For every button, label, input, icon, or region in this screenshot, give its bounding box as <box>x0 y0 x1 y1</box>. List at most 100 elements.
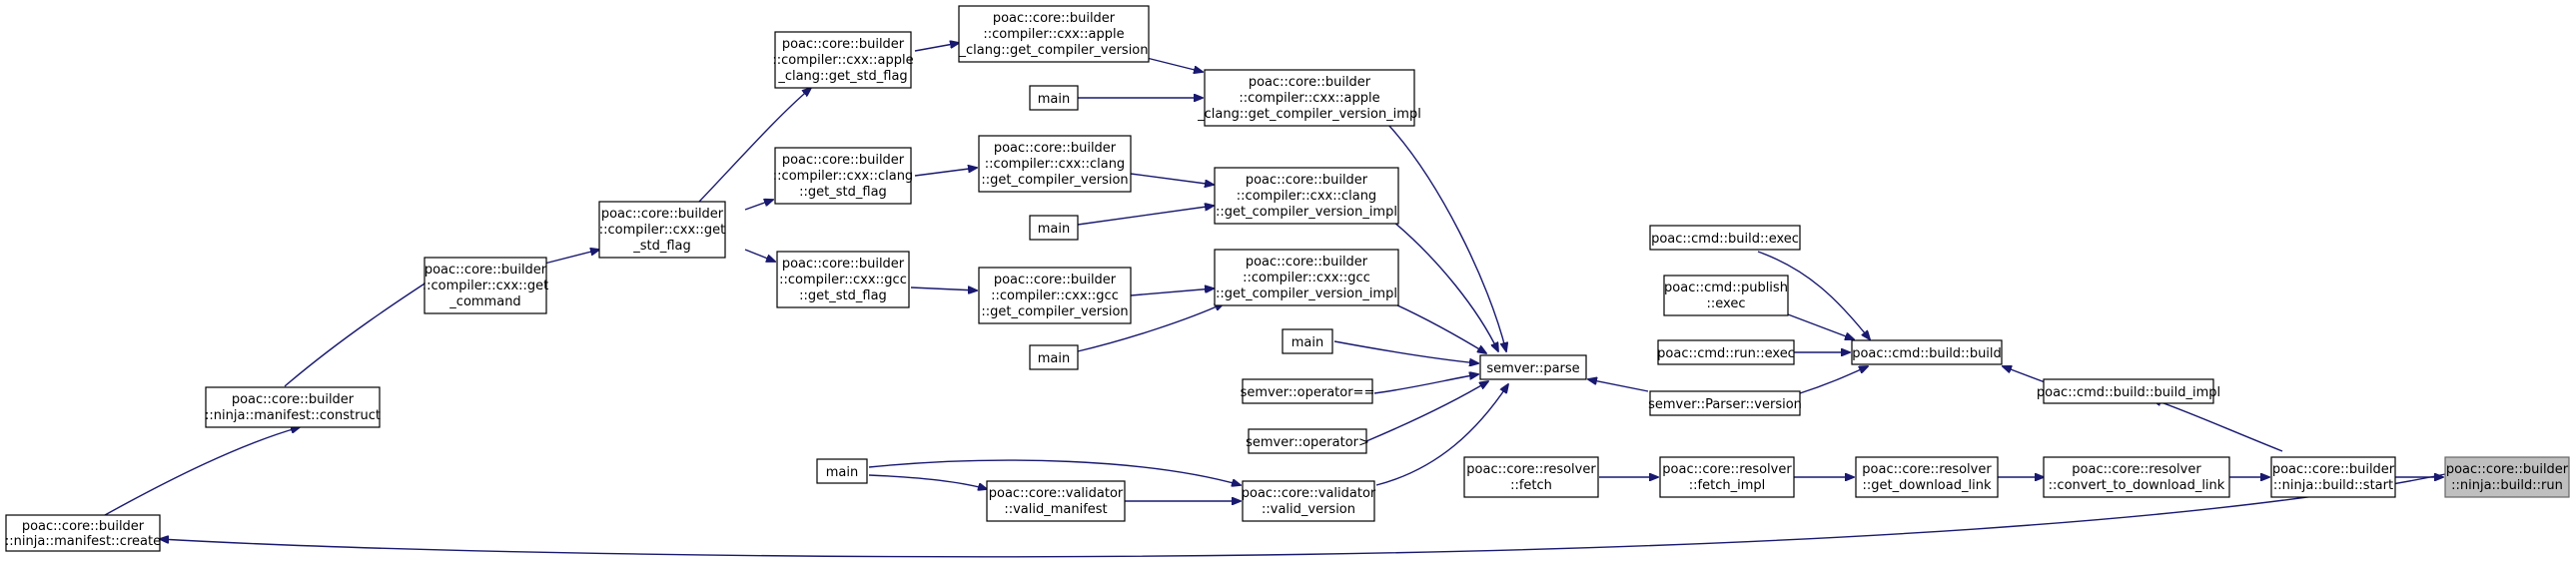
node-gcc-get-compiler-version[interactable]: poac::core::builder ::compiler::cxx::gcc… <box>978 267 1132 324</box>
edge-main5-to-valid-manifest <box>868 474 987 489</box>
edge-get-command-to-get-std-flag <box>543 250 599 265</box>
edge-create-to-build-run <box>160 466 2478 558</box>
node-build-run[interactable]: poac::core::builder ::ninja::build::run <box>2444 456 2570 498</box>
node-get-download-link-line-1: poac::core::resolver <box>1862 462 1992 477</box>
node-main-1[interactable]: main <box>1029 85 1079 111</box>
node-apple-get-compiler-version[interactable]: poac::core::builder ::compiler::cxx::app… <box>958 5 1150 63</box>
node-build-start-line-2: ::ninja::build::start <box>2273 478 2393 493</box>
node-gcc-get-std-flag-line-3: ::get_std_flag <box>799 288 887 303</box>
node-build-impl-label: poac::cmd::build::build_impl <box>2037 385 2220 400</box>
node-valid-version-line-1: poac::core::validator <box>1242 486 1376 501</box>
edge-apple-std-to-apple-version <box>914 43 959 52</box>
node-clang-get-std-flag[interactable]: poac::core::builder ::compiler::cxx::cla… <box>773 147 913 205</box>
node-convert-to-download-link-line-1: poac::core::resolver <box>2072 462 2201 477</box>
node-main-5[interactable]: main <box>816 458 868 484</box>
node-convert-to-download-link[interactable]: poac::core::resolver ::convert_to_downlo… <box>2043 456 2230 498</box>
node-valid-manifest[interactable]: poac::core::validator ::valid_manifest <box>986 480 1126 522</box>
node-apple-get-std-flag-line-3: _clang::get_std_flag <box>777 69 907 84</box>
node-clang-get-compiler-version-line-2: ::compiler::cxx::clang <box>985 157 1125 172</box>
node-clang-impl[interactable]: poac::core::builder ::compiler::cxx::cla… <box>1214 167 1399 225</box>
node-gcc-get-compiler-version-line-3: ::get_compiler_version <box>981 304 1128 319</box>
edge-build-exec-to-build <box>1757 251 1870 339</box>
node-get-command-line-1: poac::core::builder <box>425 263 547 278</box>
node-create-line-1: poac::core::builder <box>22 519 145 534</box>
node-operator-gt[interactable]: semver::operator> <box>1246 428 1369 454</box>
edge-main3-to-gcc-impl <box>1077 303 1224 352</box>
edge-clang-std-to-clang-version <box>914 168 977 177</box>
node-resolver-fetch-line-2: ::fetch <box>1510 478 1552 493</box>
edge-clang-version-to-impl <box>1130 173 1214 185</box>
edge-gcc-version-to-impl <box>1130 288 1214 296</box>
node-main-3-label: main <box>1038 351 1070 366</box>
node-construct-line-1: poac::core::builder <box>232 392 355 407</box>
edge-gcc-impl-to-parse <box>1392 302 1486 353</box>
node-build-run-line-1: poac::core::builder <box>2446 462 2569 477</box>
nodes: poac::core::builder ::ninja::manifest::c… <box>5 5 2570 552</box>
node-valid-manifest-line-2: ::valid_manifest <box>1004 502 1107 517</box>
node-apple-impl-line-1: poac::core::builder <box>1249 75 1371 90</box>
edge-valid-version-to-parse <box>1375 384 1508 486</box>
edge-get-std-flag-to-apple <box>698 88 811 203</box>
node-publish-exec-line-2: ::exec <box>1707 296 1746 311</box>
node-get-download-link-line-2: ::get_download_link <box>1863 478 1992 493</box>
edge-start-to-build-impl <box>2152 399 2283 452</box>
node-build-build[interactable]: poac::cmd::build::build <box>1851 339 2003 365</box>
node-build-exec[interactable]: poac::cmd::build::exec <box>1649 225 1801 251</box>
node-clang-get-compiler-version-line-1: poac::core::builder <box>994 141 1117 156</box>
node-parser-version[interactable]: semver::Parser::version <box>1648 390 1802 416</box>
edge-op-gt-to-parse <box>1365 381 1488 442</box>
node-build-start[interactable]: poac::core::builder ::ninja::build::star… <box>2270 456 2396 498</box>
edge-main4-to-parse <box>1333 340 1478 363</box>
node-fetch-impl-line-1: poac::core::resolver <box>1662 462 1792 477</box>
node-create[interactable]: poac::core::builder ::ninja::manifest::c… <box>5 514 161 552</box>
node-gcc-impl[interactable]: poac::core::builder ::compiler::cxx::gcc… <box>1214 249 1399 306</box>
node-main-1-label: main <box>1038 92 1070 107</box>
edge-get-std-flag-to-gcc <box>744 249 775 262</box>
edge-main2-to-clang-impl <box>1077 206 1214 226</box>
node-build-exec-label: poac::cmd::build::exec <box>1651 232 1799 247</box>
node-clang-get-compiler-version[interactable]: poac::core::builder ::compiler::cxx::cla… <box>978 135 1132 193</box>
node-clang-impl-line-3: ::get_compiler_version_impl <box>1216 205 1397 220</box>
edges <box>104 43 2478 558</box>
node-main-3[interactable]: main <box>1029 344 1079 370</box>
node-apple-get-std-flag[interactable]: poac::core::builder ::compiler::cxx::app… <box>772 31 914 89</box>
node-publish-exec[interactable]: poac::cmd::publish ::exec <box>1663 275 1789 316</box>
node-get-std-flag[interactable]: poac::core::builder ::compiler::cxx::get… <box>598 201 726 259</box>
edge-parser-version-to-parse <box>1588 379 1649 392</box>
node-operator-eq-label: semver::operator== <box>1241 385 1375 400</box>
node-resolver-fetch[interactable]: poac::core::resolver ::fetch <box>1463 456 1599 498</box>
node-gcc-impl-line-3: ::get_compiler_version_impl <box>1216 286 1397 301</box>
node-clang-get-std-flag-line-1: poac::core::builder <box>782 153 905 168</box>
node-valid-version[interactable]: poac::core::validator ::valid_version <box>1242 480 1376 522</box>
node-run-exec-label: poac::cmd::run::exec <box>1657 346 1795 361</box>
node-get-command[interactable]: poac::core::builder ::compiler::cxx::get… <box>423 257 549 314</box>
node-main-4-label: main <box>1291 335 1323 350</box>
edge-apple-impl-to-parse <box>1387 124 1506 351</box>
node-apple-get-compiler-version-line-1: poac::core::builder <box>993 11 1116 26</box>
node-get-command-line-3: _command <box>448 294 520 309</box>
node-operator-eq[interactable]: semver::operator== <box>1241 378 1375 404</box>
edge-create-to-construct <box>104 427 300 516</box>
node-gcc-get-compiler-version-line-2: ::compiler::cxx::gcc <box>991 288 1119 303</box>
node-build-impl[interactable]: poac::cmd::build::build_impl <box>2037 378 2220 404</box>
node-operator-gt-label: semver::operator> <box>1246 435 1369 450</box>
edge-parser-version-to-build <box>1799 366 1868 394</box>
node-gcc-get-std-flag[interactable]: poac::core::builder ::compiler::cxx::gcc… <box>776 251 910 308</box>
node-run-exec[interactable]: poac::cmd::run::exec <box>1657 339 1795 365</box>
node-fetch-impl-line-2: ::fetch_impl <box>1689 478 1765 493</box>
node-apple-impl[interactable]: poac::core::builder ::compiler::cxx::app… <box>1197 69 1421 127</box>
node-get-command-line-2: ::compiler::cxx::get <box>423 279 549 293</box>
node-semver-parse[interactable]: semver::parse <box>1479 354 1587 380</box>
node-main-2[interactable]: main <box>1029 215 1079 241</box>
node-fetch-impl[interactable]: poac::core::resolver ::fetch_impl <box>1659 456 1795 498</box>
node-main-4[interactable]: main <box>1282 328 1333 354</box>
edge-op-eq-to-parse <box>1373 374 1478 394</box>
node-get-download-link[interactable]: poac::core::resolver ::get_download_link <box>1855 456 1999 498</box>
edge-build-impl-to-build <box>2003 366 2049 384</box>
edge-apple-version-to-impl <box>1146 57 1203 72</box>
node-apple-impl-line-3: _clang::get_compiler_version_impl <box>1197 107 1421 122</box>
node-get-std-flag-line-3: _std_flag <box>632 239 691 254</box>
node-construct[interactable]: poac::core::builder ::ninja::manifest::c… <box>205 386 381 428</box>
node-apple-get-compiler-version-line-2: ::compiler::cxx::apple <box>983 27 1124 42</box>
